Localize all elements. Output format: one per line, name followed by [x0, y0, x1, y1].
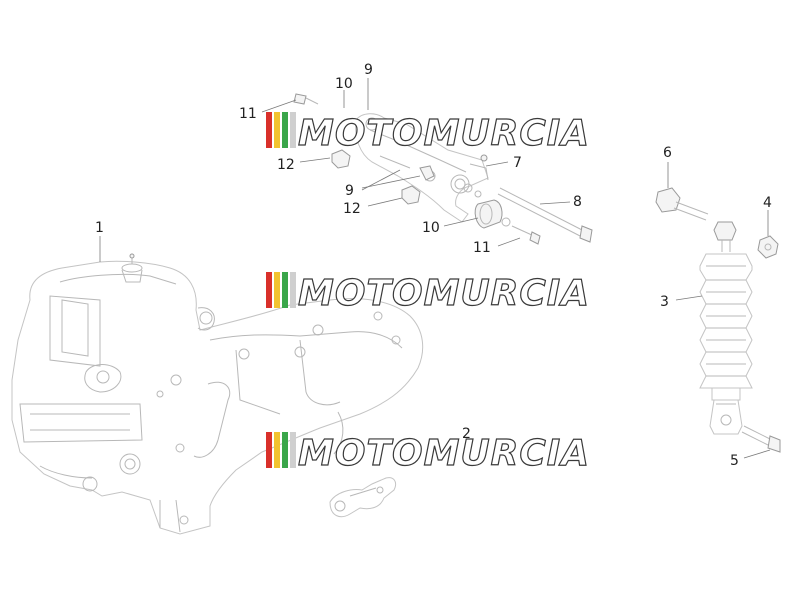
shock-top-bolt [655, 187, 709, 221]
shock-absorber [699, 221, 753, 435]
part-label-10-bottom: 10 [422, 220, 440, 236]
shock-bottom-bolt [741, 425, 781, 453]
part-label-2: 2 [462, 426, 471, 442]
watermark-logo: MOTOMURCIA [266, 272, 590, 315]
part-label-4: 4 [763, 195, 772, 211]
engine-crankcase [11, 253, 424, 535]
part-label-7: 7 [513, 155, 522, 171]
watermark-stripe [282, 432, 288, 468]
watermark-text: MOTOMURCIA [298, 273, 590, 314]
watermark-stripe [274, 112, 280, 148]
watermark-stripe [274, 432, 280, 468]
leader-lines [99, 78, 771, 459]
part-label-8: 8 [573, 194, 582, 210]
watermark-stripe [290, 112, 296, 148]
watermark-stripe [274, 272, 280, 308]
short-bolts [293, 93, 541, 245]
watermark-stripe [290, 432, 296, 468]
part-label-11-top: 11 [239, 106, 257, 122]
spacer-nuts [331, 149, 511, 227]
part-label-3: 3 [660, 294, 669, 310]
watermark-logo: MOTOMURCIA [266, 112, 590, 155]
part-label-9-bottom: 9 [345, 183, 354, 199]
part-label-9-top: 9 [364, 62, 373, 78]
watermark-stripe [266, 432, 272, 468]
part-label-1: 1 [95, 220, 104, 236]
part-label-6: 6 [663, 145, 672, 161]
part-label-5: 5 [730, 453, 739, 469]
swing-arm-link [329, 477, 397, 518]
watermark-stripe [266, 272, 272, 308]
rubber-bush [474, 199, 503, 229]
part-label-12-bottom: 12 [343, 201, 361, 217]
part-label-12-top: 12 [277, 157, 295, 173]
watermark-stripe [282, 272, 288, 308]
watermark-text: MOTOMURCIA [298, 433, 590, 474]
shock-nut [757, 235, 779, 259]
watermark-stripe [266, 112, 272, 148]
part-labels: 1 2 3 4 5 6 7 8 9 9 10 10 11 11 12 12 [95, 62, 772, 469]
part-label-10-top: 10 [335, 76, 353, 92]
watermark-stripe [282, 112, 288, 148]
watermark-stripe [290, 272, 296, 308]
watermark-logo: MOTOMURCIA [266, 432, 590, 475]
watermark-text: MOTOMURCIA [298, 113, 590, 154]
long-bolt [497, 187, 593, 243]
part-label-11-bottom: 11 [473, 240, 491, 256]
